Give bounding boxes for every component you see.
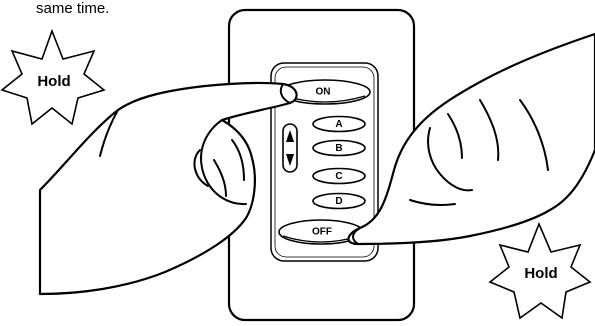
b-button[interactable]: B [312, 139, 366, 157]
up-down-arrow-icon [286, 130, 294, 166]
keypad-face [270, 62, 379, 262]
on-button[interactable]: ON [279, 79, 371, 105]
hold-label-right: Hold [524, 265, 557, 282]
left-hand-icon [38, 81, 298, 296]
a-button-label: A [335, 119, 342, 130]
d-button[interactable]: D [312, 192, 366, 210]
hold-callout-left: Hold [0, 28, 106, 126]
off-button-label: OFF [312, 227, 332, 238]
caption-text: same time. [36, 0, 109, 17]
c-button[interactable]: C [312, 167, 366, 185]
keypad-inner [274, 66, 375, 258]
right-hand-icon [347, 32, 595, 246]
starburst-icon [0, 28, 106, 126]
b-button-label: B [335, 143, 342, 154]
on-button-label: ON [316, 87, 331, 98]
starburst-icon [488, 221, 592, 320]
c-button-label: C [335, 171, 342, 182]
d-button-label: D [335, 196, 342, 207]
hold-label-left: Hold [37, 73, 70, 90]
a-button[interactable]: A [312, 115, 366, 133]
hold-callout-right: Hold [488, 221, 592, 320]
raise-lower-rocker[interactable] [282, 123, 298, 173]
